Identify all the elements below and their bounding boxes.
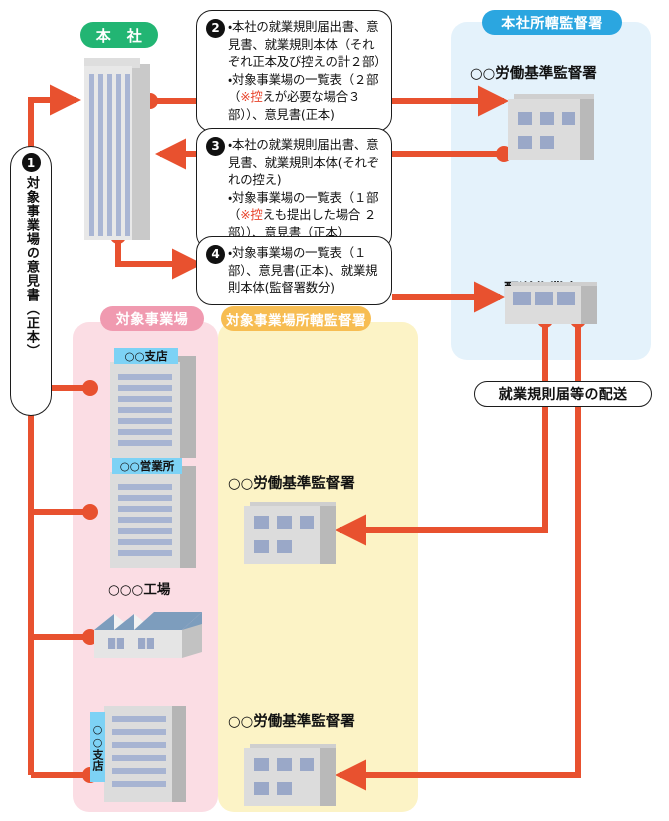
callout-2: 2 本社の就業規則届出書、意見書、就業規則本体（それぞれ正本及び控えの計２部） … — [196, 10, 392, 132]
building-branch-2: ○○支店 — [90, 706, 194, 802]
building-branch-1: ○○支店 — [110, 348, 196, 458]
zone-panel-target-bureaus — [218, 322, 418, 812]
label-branch-1: ○○支店 — [114, 348, 178, 364]
building-hq-bureau — [508, 94, 594, 160]
callout-4: 4 対象事業場の一覧表（１部）、意見書(正本)、就業規則本体(監督署数分) — [196, 236, 392, 305]
building-bureau-bottom — [244, 744, 336, 806]
tag-target-workplaces-zone: 対象事業場 — [100, 306, 204, 331]
callout-1-label: 対象事業場の意見書（正本） — [23, 176, 39, 358]
label-sales-office: ○○営業所 — [112, 458, 182, 474]
callout-2-line-2-warn: ※控 — [240, 89, 263, 105]
caption-factory: ○○○工場 — [108, 582, 171, 598]
label-branch-2: ○○支店 — [90, 712, 105, 782]
building-head-office — [84, 58, 150, 240]
callout-2-line-2a: 対象事業場の一覧表（２部（ — [228, 71, 379, 105]
caption-bureau-bottom: ○○労働基準監督署 — [228, 714, 355, 730]
building-factory — [90, 608, 212, 668]
caption-bureau-mid: ○○労働基準監督署 — [228, 476, 355, 492]
callout-3-line-2a: 対象事業場の一覧表（１部（ — [228, 189, 379, 223]
tag-target-bureaus-zone: 対象事業場所轄監督署 — [221, 306, 371, 331]
building-delivery-room — [505, 282, 597, 324]
callout-2-badge: 2 — [206, 19, 225, 38]
callout-3-badge: 3 — [206, 137, 225, 156]
callout-1-target-workplace-opinion: 1 対象事業場の意見書（正本） — [10, 146, 52, 416]
callout-3-line-1: 本社の就業規則届出書、意見書、就業規則本体(それぞれの控え) — [228, 137, 379, 188]
callout-2-line-2b: えが必要な場合３部））、意見書(正本) — [228, 89, 361, 123]
caption-hq-bureau: ○○労働基準監督署 — [470, 66, 597, 82]
callout-4-badge: 4 — [206, 245, 225, 264]
callout-3: 3 本社の就業規則届出書、意見書、就業規則本体(それぞれの控え) 対象事業場の一… — [196, 128, 392, 250]
building-bureau-mid — [244, 502, 336, 564]
label-delivery-of-documents: 就業規則届等の配送 — [474, 381, 652, 407]
tag-head-office: 本 社 — [80, 22, 158, 48]
callout-1-badge: 1 — [21, 153, 41, 172]
tag-head-office-bureau-zone: 本社所轄監督署 — [482, 10, 622, 35]
callout-3-line-2-warn: ※控 — [240, 207, 263, 223]
building-sales-office: ○○営業所 — [110, 458, 196, 568]
callout-4-line-1: 対象事業場の一覧表（１部）、意見書(正本)、就業規則本体(監督署数分) — [228, 245, 378, 296]
label-branch-2-text: ○○支店 — [91, 723, 104, 771]
callout-2-line-1: 本社の就業規則届出書、意見書、就業規則本体（それぞれ正本及び控えの計２部） — [228, 19, 387, 70]
